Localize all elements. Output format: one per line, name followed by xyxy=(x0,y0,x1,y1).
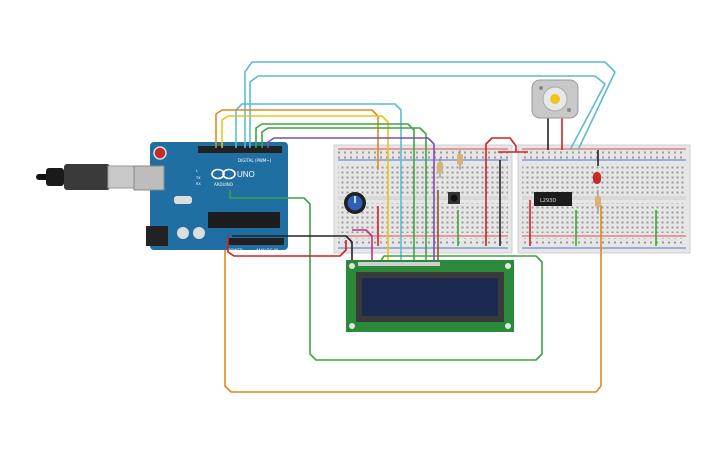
push-button-icon[interactable] xyxy=(448,192,460,204)
tx-led-label: TX xyxy=(195,176,201,180)
reset-button[interactable] xyxy=(153,146,167,160)
power-header-label: POWER xyxy=(228,248,243,253)
l-led-label: L xyxy=(196,169,198,173)
lcd-pin-header xyxy=(358,262,440,266)
wire-magenta[interactable] xyxy=(352,229,373,262)
wire-orange[interactable] xyxy=(215,109,379,170)
atmega-chip xyxy=(208,212,280,228)
analog-header-label: ANALOG IN xyxy=(256,248,278,253)
potentiometer-icon[interactable] xyxy=(344,192,366,214)
chip-label: L293D xyxy=(540,198,556,204)
led-icon[interactable] xyxy=(593,172,601,184)
usb-cable-icon xyxy=(36,164,135,190)
wire-red[interactable] xyxy=(227,236,347,257)
resistor-icon xyxy=(457,150,463,170)
brand-label: ARDUINO xyxy=(214,182,233,187)
wire-black[interactable] xyxy=(232,235,353,262)
capacitor-icon xyxy=(177,227,189,239)
capacitor-icon xyxy=(193,227,205,239)
arduino-uno-board[interactable]: DIGITAL (PWM~) POWER ANALOG IN L TX RX U… xyxy=(133,142,288,253)
lcd-16x2-display[interactable] xyxy=(346,260,514,332)
crystal-icon xyxy=(174,196,192,204)
wire-green[interactable] xyxy=(261,127,427,262)
wires xyxy=(215,61,657,393)
arduino-logo-icon xyxy=(211,168,236,180)
dc-motor-icon[interactable] xyxy=(531,79,579,119)
power-jack xyxy=(146,226,168,246)
wire-green[interactable] xyxy=(229,190,543,361)
wire-orange[interactable] xyxy=(224,205,602,393)
wire-cyan[interactable] xyxy=(249,75,606,151)
analog-header xyxy=(228,238,284,245)
wire-purple[interactable] xyxy=(267,137,435,262)
wire-green[interactable] xyxy=(255,123,415,262)
lcd-screen xyxy=(362,278,498,316)
digital-header-label: DIGITAL (PWM~) xyxy=(238,158,272,163)
l293d-chip[interactable]: L293D xyxy=(534,192,572,206)
wire-cyan[interactable] xyxy=(244,61,616,151)
rx-led-label: RX xyxy=(196,182,201,186)
wire-red[interactable] xyxy=(485,137,517,246)
usb-port xyxy=(133,165,165,191)
digital-header xyxy=(198,146,282,153)
resistor-icon xyxy=(437,158,443,178)
wire-yellow[interactable] xyxy=(221,115,389,262)
breadboard-left xyxy=(333,144,513,254)
resistor-icon xyxy=(595,190,601,214)
model-label: UNO xyxy=(237,170,255,179)
